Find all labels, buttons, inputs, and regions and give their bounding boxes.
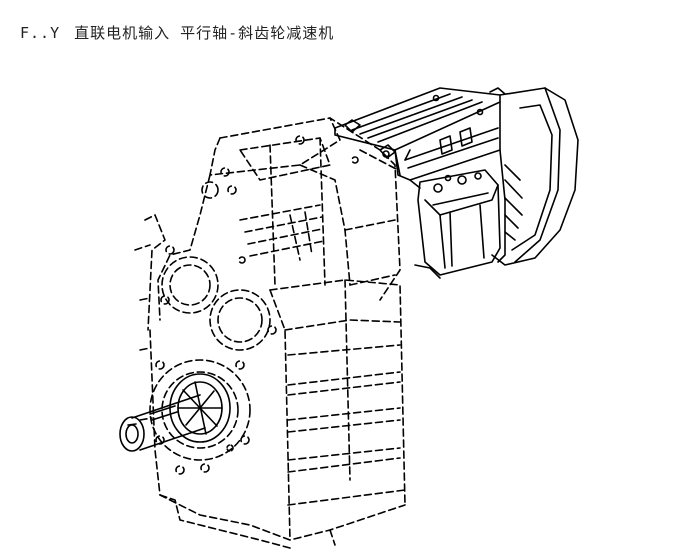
model-description: 直联电机输入 平行轴-斜齿轮减速机 (74, 24, 335, 42)
gearbox-housing (134, 117, 406, 549)
page-title: F..Y 直联电机输入 平行轴-斜齿轮减速机 (20, 22, 334, 43)
output-shaft (119, 373, 234, 452)
model-code: F..Y (20, 24, 61, 42)
motor-body (334, 87, 579, 279)
